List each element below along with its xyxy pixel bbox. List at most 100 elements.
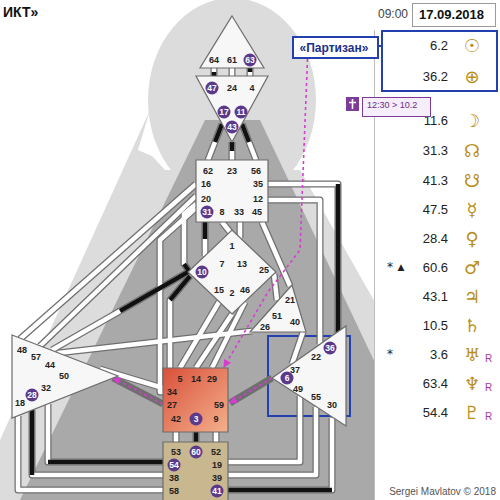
- center-shape: [250, 285, 306, 332]
- channel-outline: [160, 208, 196, 392]
- highlight-frame: [382, 31, 497, 91]
- planet-symbol: ♆: [464, 373, 480, 394]
- pointer-arrow: [113, 378, 163, 404]
- channel-outline: [18, 416, 163, 490]
- marker-symbol: ▲: [398, 262, 405, 272]
- active-channel: [336, 184, 341, 333]
- ajna-center: 47244171143: [196, 76, 268, 142]
- heart-center: 21405126: [250, 285, 306, 332]
- channel-outline: [222, 222, 230, 232]
- planet-value: 54.4: [423, 405, 448, 420]
- planet-value: 41.3: [423, 173, 448, 188]
- gate-number: 8: [219, 208, 224, 217]
- center-shape: [188, 230, 276, 314]
- center-shape: [163, 442, 228, 500]
- marker-symbol: *: [387, 260, 393, 274]
- planet-symbol: ♇: [464, 402, 480, 423]
- center-shape: [200, 16, 264, 68]
- gate-number: 9: [213, 415, 218, 424]
- gate-number: 30: [327, 401, 337, 410]
- cross-icon: [349, 99, 356, 109]
- gate-number: 42: [171, 415, 181, 424]
- center-shape: [163, 368, 228, 432]
- marker-symbol: *: [387, 347, 393, 361]
- planet-symbol: ♂: [464, 257, 480, 278]
- gate-number: 55: [311, 393, 321, 402]
- channel-line: [208, 124, 222, 160]
- gate-number: 4: [249, 84, 254, 93]
- planet-value: 43.1: [423, 289, 448, 304]
- gate-number: 45: [252, 208, 262, 217]
- planet-symbol: ♅: [464, 344, 480, 365]
- channel-outline: [32, 410, 163, 475]
- gate-number: 49: [293, 385, 303, 394]
- channel-outline: [242, 124, 256, 160]
- active-channel: [230, 142, 235, 151]
- channel-line: [228, 418, 332, 490]
- gate-number: 38: [169, 474, 179, 483]
- gate-number: 18: [15, 399, 25, 408]
- gate-number: 14: [191, 375, 201, 384]
- gate-number: 15: [214, 286, 224, 295]
- time-label: 09:00: [378, 7, 408, 21]
- channel-outline: [230, 378, 272, 403]
- sacral-center: 514293427594239: [163, 368, 228, 432]
- channel-line: [40, 196, 196, 346]
- gate-number: 1: [229, 242, 234, 251]
- gate-number: 7: [219, 260, 224, 269]
- center-shape: [272, 326, 346, 426]
- gate-number: 33: [234, 208, 244, 217]
- gate-number: 47: [206, 82, 219, 95]
- channel-outline: [213, 432, 220, 442]
- gate-number: 11: [235, 106, 248, 119]
- channel-line: [58, 331, 252, 353]
- planet-panel: [374, 0, 500, 500]
- gate-number: 22: [311, 353, 321, 362]
- channel-line: [228, 407, 316, 475]
- gate-number: 58: [169, 487, 179, 496]
- planet-value: 10.5: [423, 318, 448, 333]
- active-channel: [48, 460, 163, 465]
- planet-value: 28.4: [423, 231, 448, 246]
- channel-outline: [247, 68, 254, 76]
- transit-box: 12:30 > 10.2: [362, 97, 431, 117]
- channel-outline: [211, 68, 218, 76]
- gate-number: 53: [171, 448, 181, 457]
- planet-value: 47.5: [423, 202, 448, 217]
- gate-number: 25: [259, 266, 269, 275]
- gate-number: 62: [203, 167, 213, 176]
- center-shape: [196, 76, 268, 142]
- planet-symbol: ☊: [464, 140, 480, 161]
- throat-center: 622356163520123183345: [196, 160, 268, 222]
- gate-number: 56: [251, 167, 261, 176]
- active-channel: [30, 410, 35, 475]
- channel-line: [228, 396, 300, 462]
- channel-outline: [229, 142, 236, 160]
- retrograde-mark: R: [485, 353, 492, 364]
- planet-symbol: ☽: [464, 110, 480, 131]
- box-text: «Партизан»: [300, 42, 369, 56]
- gate-number: 13: [237, 260, 247, 269]
- gate-number: 51: [272, 312, 282, 321]
- retrograde-mark: R: [485, 382, 492, 393]
- gate-number: 10: [196, 266, 209, 279]
- gate-number: 3: [190, 413, 203, 426]
- gate-number: 6: [281, 372, 294, 385]
- gate-number: 35: [253, 180, 263, 189]
- channel-outline: [193, 432, 200, 442]
- gate-number: 43: [226, 121, 239, 134]
- channel-line: [52, 272, 188, 350]
- active-channel: [194, 437, 199, 442]
- channel-line: [230, 142, 235, 160]
- gate-number: 2: [229, 289, 234, 298]
- slide-title: ИКТ»: [3, 4, 38, 20]
- gate-number: 31: [201, 206, 214, 219]
- channel-line: [222, 222, 230, 232]
- channel-line: [32, 410, 163, 475]
- channel-line: [274, 274, 277, 300]
- active-channel: [242, 124, 249, 142]
- spleen-center: 48574450322818: [12, 335, 118, 418]
- gate-number: 48: [17, 346, 27, 355]
- watermark: Sergei Mavlatov © 2018: [389, 486, 496, 497]
- box-text: 17.09.2018: [419, 8, 484, 23]
